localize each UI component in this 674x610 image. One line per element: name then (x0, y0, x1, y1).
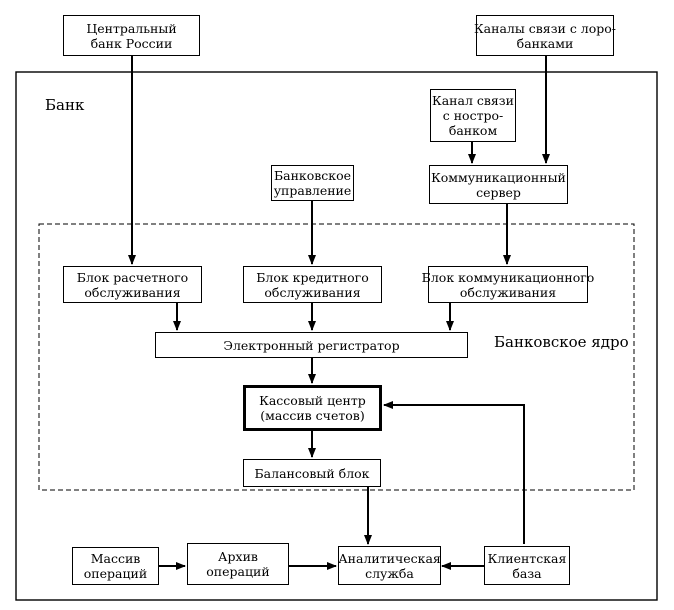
loro-channels-line-2: банками (516, 35, 574, 51)
client-base-box: Клиентская база (484, 546, 570, 585)
analytics-service-line-2: служба (365, 565, 414, 581)
comm-service-box: Блок коммуникационного обслуживания (422, 266, 594, 303)
cash-center-box: Кассовый центр (массив счетов) (243, 385, 382, 431)
operations-archive-line-2: операций (206, 564, 270, 579)
comm-server-line-1: Коммуникационный (431, 169, 566, 185)
credit-service-box: Блок кредитного обслуживания (243, 266, 382, 303)
comm-service-line-1: Блок коммуникационного (421, 269, 595, 285)
comm-server-box: Коммуникационный сервер (429, 165, 568, 204)
comm-server-line-2: сервер (476, 184, 521, 200)
loro-channels-line-1: Каналы связи с лоро- (474, 20, 617, 36)
nostro-channel-box: Канал связи с ностро- банком (430, 89, 516, 142)
loro-channels-box: Каналы связи с лоро- банками (474, 15, 617, 56)
bank-management-line-2: управление (273, 183, 352, 198)
edge-clients-cash-center (383, 401, 525, 544)
bank-management-box: Банковское управление (271, 165, 354, 201)
comm-service-line-2: обслуживания (459, 284, 557, 300)
bank-frame (15, 71, 658, 601)
bank-label: Банк (45, 96, 85, 114)
electronic-registrar-label: Электронный регистратор (223, 337, 400, 353)
cash-center-line-1: Кассовый центр (259, 393, 366, 408)
operations-array-line-1: Массив (90, 551, 141, 566)
operations-archive-line-1: Архив (218, 549, 258, 564)
central-bank-line-1: Центральный (86, 20, 177, 36)
operations-archive-box: Архив операций (187, 543, 289, 585)
balance-block-label: Балансовый блок (254, 465, 370, 481)
analytics-service-line-1: Аналитическая (338, 550, 441, 566)
electronic-registrar-box: Электронный регистратор (155, 332, 468, 358)
settlement-service-box: Блок расчетного обслуживания (63, 266, 202, 303)
credit-service-line-1: Блок кредитного (256, 269, 369, 285)
nostro-channel-line-3: банком (448, 123, 498, 138)
nostro-channel-line-2: с ностро- (442, 108, 504, 123)
cash-center-line-2: (массив счетов) (260, 408, 365, 423)
credit-service-line-2: обслуживания (264, 284, 361, 300)
bank-core-frame (38, 223, 635, 491)
bank-core-label: Банковское ядро (494, 333, 629, 351)
settlement-service-line-1: Блок расчетного (76, 269, 189, 285)
balance-block-box: Балансовый блок (243, 459, 381, 487)
operations-array-box: Массив операций (72, 547, 159, 585)
analytics-service-box: Аналитическая служба (338, 546, 441, 585)
central-bank-line-2: банк России (90, 35, 173, 51)
settlement-service-line-2: обслуживания (84, 284, 181, 300)
client-base-line-2: база (512, 565, 542, 581)
nostro-channel-line-1: Канал связи (432, 93, 514, 108)
operations-array-line-2: операций (83, 566, 148, 581)
client-base-line-1: Клиентская (487, 550, 567, 566)
central-bank-box: Центральный банк России (63, 15, 200, 56)
bank-management-line-1: Банковское (273, 168, 352, 183)
